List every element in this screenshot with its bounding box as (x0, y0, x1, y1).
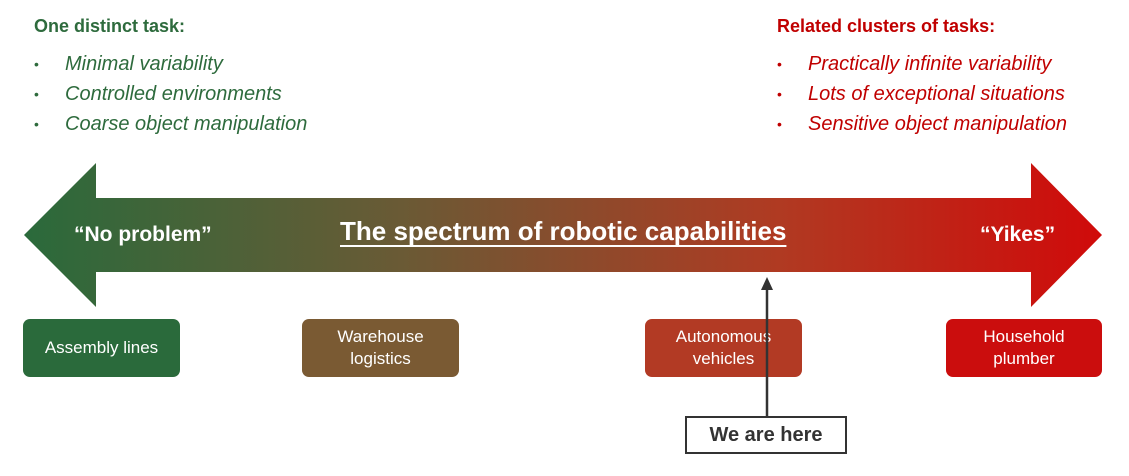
assembly-lines-label: Assembly lines (44, 338, 159, 357)
left-item-3: Coarse object manipulation (65, 113, 308, 135)
list-item: • Controlled environments (34, 79, 307, 109)
left-column: One distinct task: • Minimal variability … (34, 16, 307, 139)
autonomous-vehicles-label: Autonomous vehicles (675, 327, 772, 368)
we-are-here-box: We are here (685, 416, 847, 454)
right-list: • Practically infinite variability • Lots … (777, 49, 1067, 139)
pointer-arrowhead-icon (761, 277, 773, 290)
list-item: • Coarse object manipulation (34, 109, 307, 139)
right-item-2: Lots of exceptional situations (808, 83, 1065, 105)
double-arrow-shape (24, 163, 1102, 307)
household-plumber-box: Household plumber (946, 319, 1102, 377)
right-item-3: Sensitive object manipulation (808, 113, 1068, 135)
list-item: • Practically infinite variability (777, 49, 1067, 79)
warehouse-logistics-box: Warehouse logistics (302, 319, 459, 377)
list-item: • Sensitive object manipulation (777, 109, 1067, 139)
spectrum-title: The spectrum of robotic capabilities (340, 216, 787, 246)
right-heading: Related clusters of tasks: (777, 16, 996, 36)
list-item: • Lots of exceptional situations (777, 79, 1067, 109)
left-list: • Minimal variability • Controlled environ… (34, 49, 307, 139)
bullet-icon: • (34, 86, 39, 102)
autonomous-vehicles-box: Autonomous vehicles (645, 319, 802, 377)
yikes-label: “Yikes” (980, 223, 1056, 246)
left-item-1: Minimal variability (65, 53, 223, 75)
list-item: • Minimal variability (34, 49, 307, 79)
warehouse-logistics-label: Warehouse logistics (337, 327, 424, 368)
bullet-icon: • (34, 116, 39, 132)
household-plumber-label: Household plumber (983, 327, 1065, 368)
we-are-here-label: We are here (709, 423, 823, 446)
no-problem-label: “No problem” (74, 223, 212, 246)
bullet-icon: • (777, 56, 782, 72)
assembly-lines-box: Assembly lines (23, 319, 180, 377)
bullet-icon: • (777, 116, 782, 132)
bullet-icon: • (777, 86, 782, 102)
left-item-2: Controlled environments (65, 83, 282, 105)
left-heading: One distinct task: (34, 16, 186, 36)
right-item-1: Practically infinite variability (808, 53, 1052, 75)
right-column: Related clusters of tasks: • Practically … (777, 16, 1067, 139)
bullet-icon: • (34, 56, 39, 72)
